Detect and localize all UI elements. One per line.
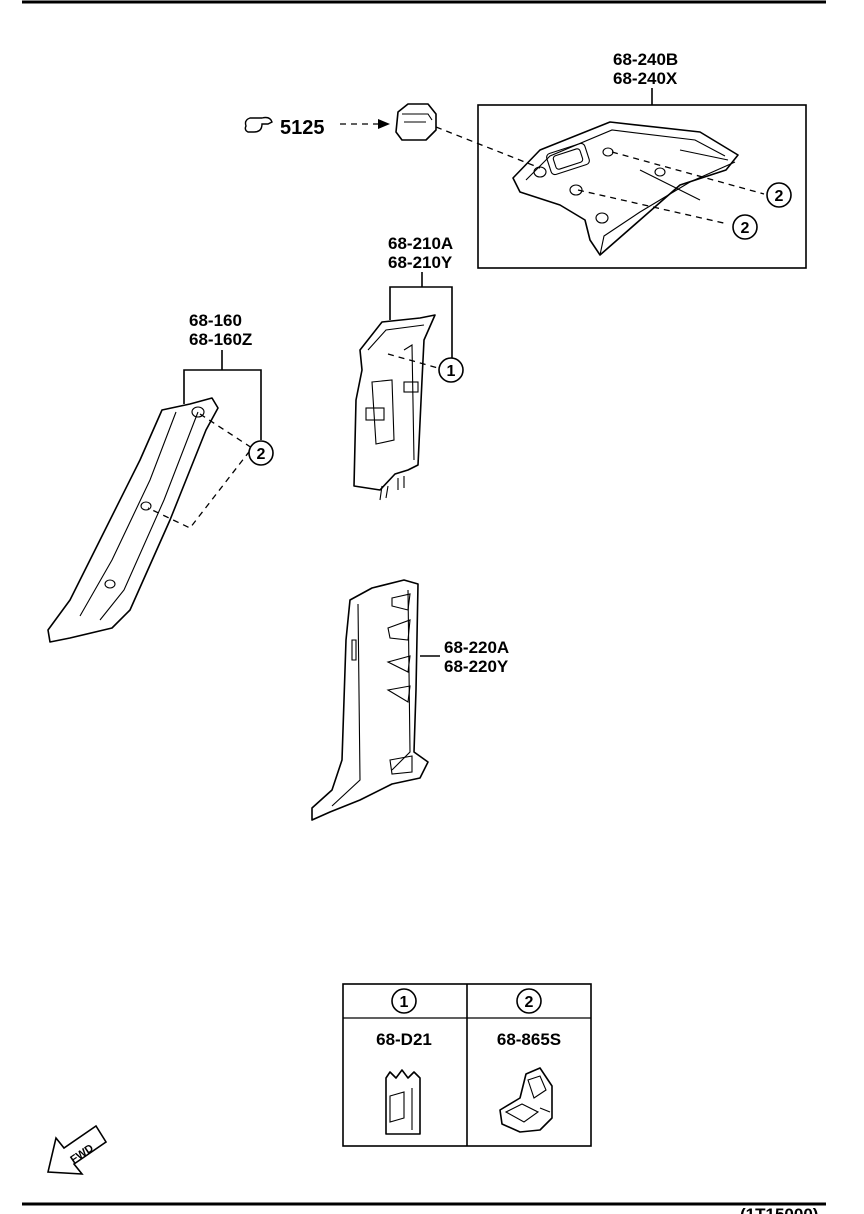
dash-roof-clip-upper	[611, 151, 765, 195]
footer-code: (1T15000)	[740, 1205, 818, 1214]
callout-68-240b: 68-240B	[613, 50, 678, 69]
circled-number-icon	[391, 988, 417, 1014]
fwd-arrow-icon: FWD	[47, 1124, 108, 1175]
marker-1: 1	[447, 363, 456, 380]
marker-2: 2	[257, 446, 266, 463]
legend-marker-2: 2	[525, 994, 534, 1011]
legend-col-2[interactable]: 2 68-865S	[497, 988, 561, 1133]
callout-68-210y: 68-210Y	[388, 253, 453, 272]
circled-number-icon[interactable]: 1	[438, 357, 464, 383]
callout-68-220y: 68-220Y	[444, 657, 509, 676]
roof-panel-frame	[477, 104, 807, 269]
callout-68-210a: 68-210A	[388, 234, 453, 253]
marker-2: 2	[775, 188, 784, 205]
reference-5125[interactable]: 5125	[244, 116, 325, 139]
legend-marker-1: 1	[400, 994, 409, 1011]
callout-68-240x: 68-240X	[613, 69, 678, 88]
dash-roof-ref	[435, 126, 541, 169]
callout-68-220a: 68-220A	[444, 638, 509, 657]
clip-68-865s-illustration	[499, 1067, 553, 1133]
b-pillar-lower-part[interactable]	[311, 579, 429, 821]
circled-number-icon	[516, 988, 542, 1014]
callout-68-160: 68-160	[189, 311, 242, 330]
dash-b-pillar-clip	[387, 353, 439, 369]
a-pillar-part[interactable]	[47, 397, 219, 643]
callout-68-160[interactable]: 68-160 68-160Z	[189, 311, 252, 349]
marker-2: 2	[741, 220, 750, 237]
circled-number-icon[interactable]: 2	[766, 182, 792, 208]
legend-table	[342, 983, 592, 1147]
circled-number-icon[interactable]: 2	[248, 440, 274, 466]
callout-68-220[interactable]: 68-220A 68-220Y	[444, 638, 509, 676]
callout-68-240[interactable]: 68-240B 68-240X	[613, 50, 678, 88]
dash-a-pillar-clip	[147, 413, 253, 529]
b-pillar-upper-part[interactable]	[353, 314, 436, 501]
roof-panel-part[interactable]	[512, 121, 739, 256]
dash-roof-clip-lower	[577, 189, 729, 225]
arrow-head	[378, 119, 390, 129]
legend-part-68-865s: 68-865S	[497, 1030, 561, 1049]
legend-col-1[interactable]: 1 68-D21	[376, 988, 432, 1135]
ref-part[interactable]	[395, 103, 437, 141]
bracket-68-210	[389, 286, 453, 360]
reference-number: 5125	[280, 117, 325, 139]
callout-68-210[interactable]: 68-210A 68-210Y	[388, 234, 453, 272]
clip-68-d21-illustration	[385, 1069, 421, 1135]
pointing-hand-icon	[244, 116, 273, 133]
circled-number-icon[interactable]: 2	[732, 214, 758, 240]
callout-68-160z: 68-160Z	[189, 330, 252, 349]
legend-part-68-d21: 68-D21	[376, 1030, 432, 1049]
